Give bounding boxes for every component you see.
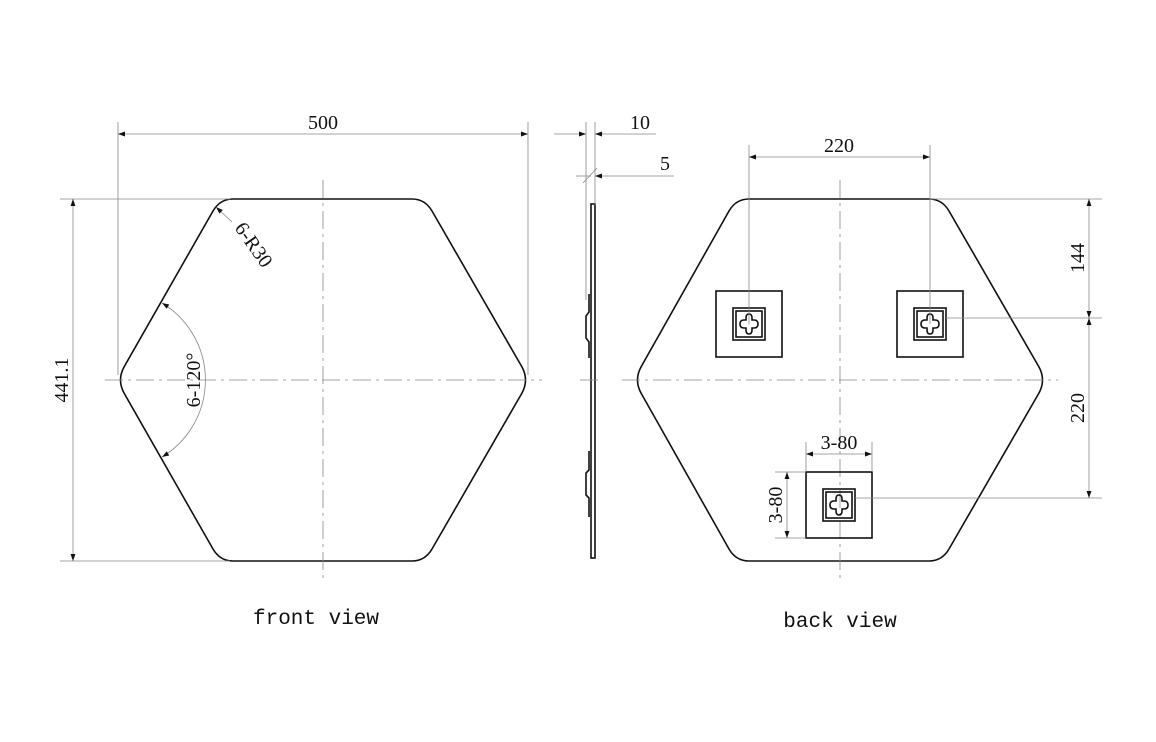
front-view-caption: front view bbox=[253, 608, 379, 631]
front-width-label: 500 bbox=[308, 112, 338, 134]
screw-slot-icon bbox=[920, 313, 940, 335]
radius-label: 6-R30 bbox=[230, 218, 277, 272]
side-panel-outline bbox=[590, 203, 596, 559]
bracket-bottom-center bbox=[805, 471, 873, 539]
thickness-5-tick bbox=[582, 167, 598, 184]
radius-leader bbox=[215, 206, 233, 223]
front-hexagon-outline bbox=[119, 198, 527, 562]
thickness-10-label: 10 bbox=[630, 112, 650, 134]
back-hexagon-outline bbox=[636, 198, 1044, 562]
bracket-v-label: 220 bbox=[1067, 393, 1089, 423]
angle-label: 6-120° bbox=[183, 353, 205, 408]
bracket-width-label: 3-80 bbox=[821, 432, 858, 454]
back-view: 220 144 220 3-80 3-80 back view bbox=[622, 135, 1102, 634]
angle-arc bbox=[161, 302, 206, 458]
side-bracket-top bbox=[585, 294, 590, 358]
side-view: 10 5 bbox=[554, 112, 674, 559]
bracket-h-label: 220 bbox=[824, 135, 854, 157]
side-bracket-bottom bbox=[585, 451, 590, 517]
front-view: 500 441.1 6-R30 6-120° front view bbox=[51, 112, 542, 631]
back-view-caption: back view bbox=[783, 611, 897, 634]
front-height-label: 441.1 bbox=[51, 358, 73, 403]
offset-144-label: 144 bbox=[1067, 243, 1089, 273]
thickness-5-label: 5 bbox=[660, 153, 670, 175]
screw-slot-icon bbox=[739, 313, 759, 335]
bracket-height-label: 3-80 bbox=[765, 487, 787, 524]
screw-slot-icon bbox=[829, 494, 849, 516]
